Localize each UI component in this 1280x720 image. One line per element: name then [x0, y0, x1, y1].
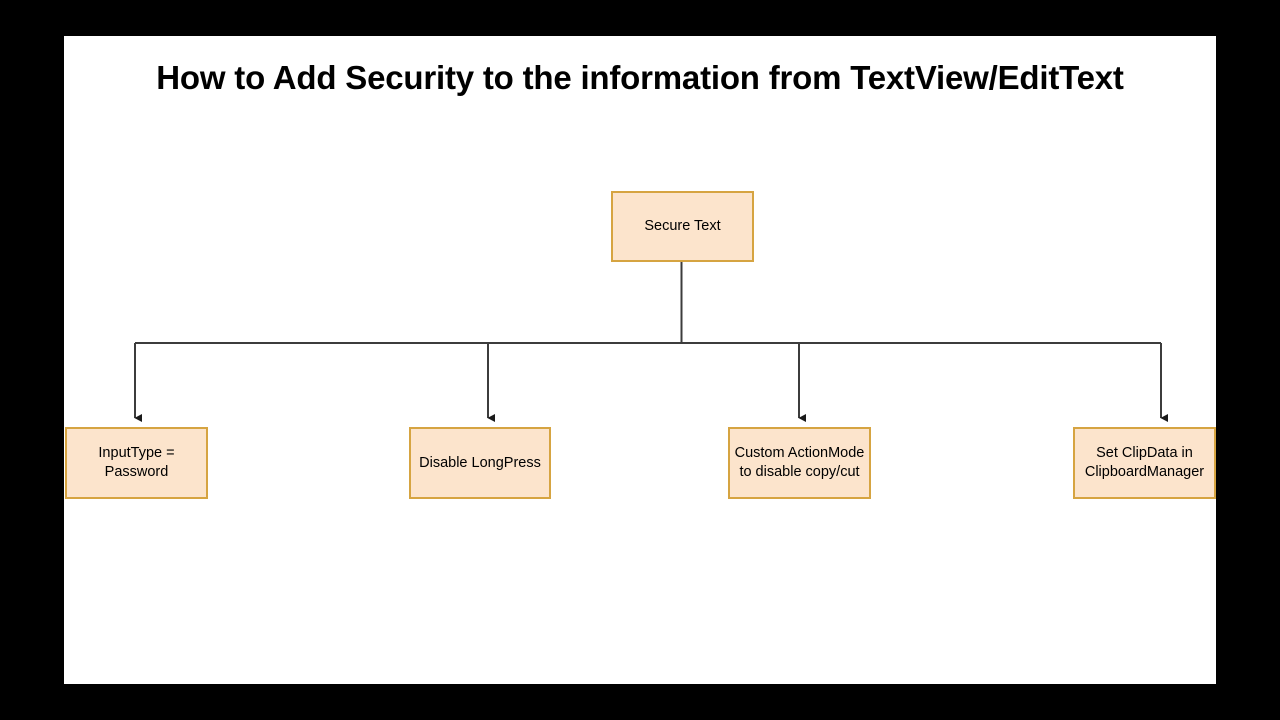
node-disable-longpress[interactable]: Disable LongPress	[409, 427, 551, 499]
node-secure-text[interactable]: Secure Text	[611, 191, 754, 262]
node-input-type-password[interactable]: InputType = Password	[65, 427, 208, 499]
node-custom-actionmode[interactable]: Custom ActionMode to disable copy/cut	[728, 427, 871, 499]
page-title: How to Add Security to the information f…	[156, 59, 1124, 96]
node-set-clipdata[interactable]: Set ClipData in ClipboardManager	[1073, 427, 1216, 499]
slide-canvas: How to Add Security to the information f…	[64, 36, 1216, 684]
tree-diagram: Secure Text InputType = Password Disable…	[64, 36, 1216, 684]
connector-layer	[134, 262, 1168, 423]
